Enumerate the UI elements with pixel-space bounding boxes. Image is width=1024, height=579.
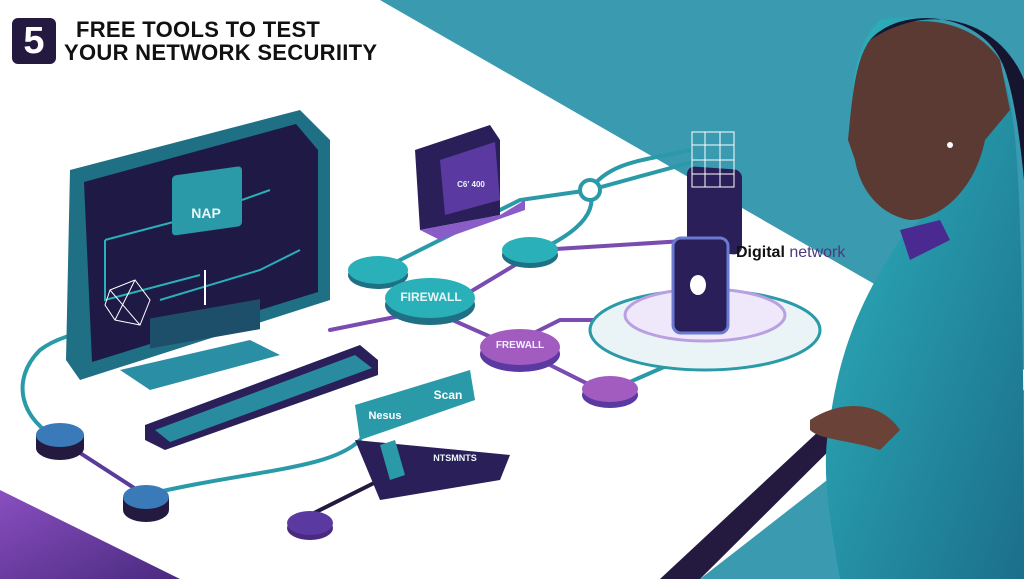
number-badge: 5 — [12, 18, 56, 64]
firewall-purple-node-label: FREWALL — [495, 340, 545, 351]
nessus-label: Nesus — [368, 410, 402, 422]
headline-line-1: FREE TOOLS TO TEST — [76, 17, 321, 42]
server-box — [415, 125, 525, 240]
nessus-base-label: NTSMNTS — [433, 453, 477, 463]
digital-network-label: Digital network — [736, 244, 845, 262]
keypad-device — [687, 131, 742, 255]
scan-label: Scan — [433, 388, 463, 402]
headline-line-2: YOUR NETWORK SECURIITY — [64, 40, 378, 65]
monitor-nap-label: NAP — [191, 205, 221, 221]
nessus-sign — [355, 370, 510, 500]
shield-platform — [588, 236, 822, 372]
network-nodes — [36, 237, 638, 540]
headline: 5 FREE TOOLS TO TEST YOUR NETWORK SECURI… — [12, 18, 377, 64]
woman-figure — [810, 17, 1024, 579]
network-word: network — [784, 244, 846, 261]
headline-title: FREE TOOLS TO TEST YOUR NETWORK SECURIIT… — [64, 18, 377, 64]
server-screen-label: C6' 400 — [457, 180, 485, 189]
monitor — [66, 68, 330, 390]
firewall-node-label: FIREWALL — [400, 290, 462, 304]
keyboard — [145, 345, 378, 450]
digital-word: Digital — [736, 244, 785, 261]
